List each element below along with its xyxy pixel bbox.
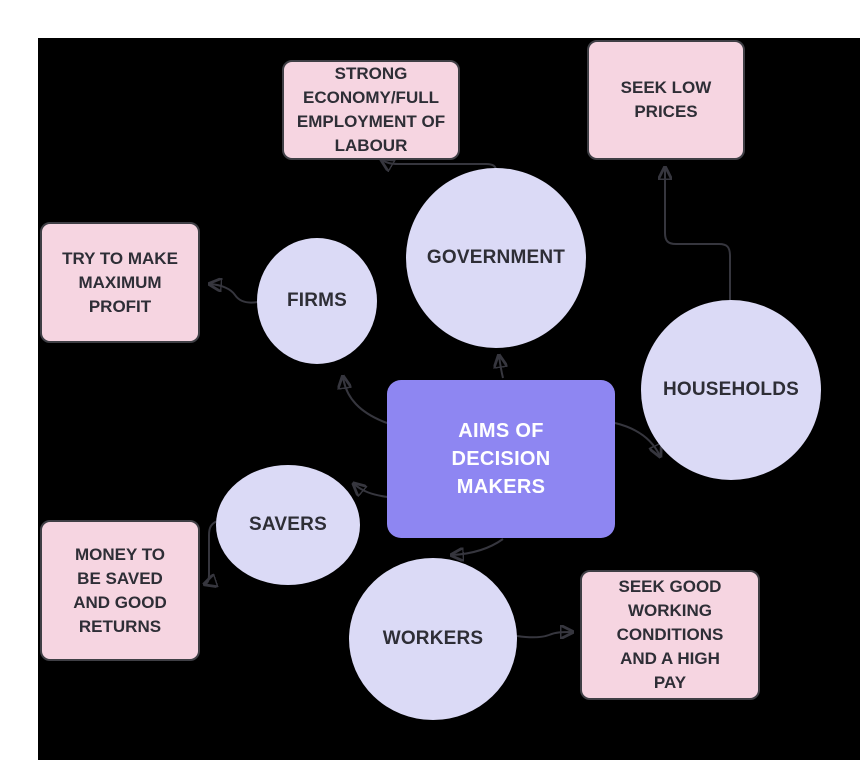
node-savers: SAVERS — [216, 465, 360, 585]
node-households: HOUSEHOLDS — [641, 300, 821, 480]
node-households-label: HOUSEHOLDS — [662, 379, 800, 400]
node-government: GOVERNMENT — [406, 168, 586, 348]
note-money-saved-label: MONEY TO BE SAVED AND GOOD RETURNS — [73, 544, 167, 636]
note-max-profit-label: TRY TO MAKE MAXIMUM PROFIT — [62, 248, 178, 316]
note-strong-economy: STRONG ECONOMY/FULL EMPLOYMENT OF LABOUR — [282, 60, 460, 160]
note-max-profit: TRY TO MAKE MAXIMUM PROFIT — [40, 222, 200, 343]
note-good-conditions: SEEK GOOD WORKING CONDITIONS AND A HIGH … — [580, 570, 760, 700]
note-seek-low-prices: SEEK LOW PRICES — [587, 40, 745, 160]
node-firms: FIRMS — [257, 238, 377, 364]
node-firms-label: FIRMS — [286, 290, 348, 311]
node-aims-of-decision-makers: AIMS OF DECISION MAKERS — [387, 380, 615, 538]
node-workers-label: WORKERS — [382, 628, 484, 649]
node-workers: WORKERS — [349, 558, 517, 720]
note-money-saved: MONEY TO BE SAVED AND GOOD RETURNS — [40, 520, 200, 661]
note-strong-economy-label: STRONG ECONOMY/FULL EMPLOYMENT OF LABOUR — [296, 64, 446, 155]
note-good-conditions-label: SEEK GOOD WORKING CONDITIONS AND A HIGH … — [616, 577, 724, 692]
note-seek-low-prices-label: SEEK LOW PRICES — [620, 78, 712, 121]
node-aims-label: AIMS OF DECISION MAKERS — [451, 420, 551, 498]
node-government-label: GOVERNMENT — [426, 247, 566, 268]
node-savers-label: SAVERS — [249, 514, 327, 535]
